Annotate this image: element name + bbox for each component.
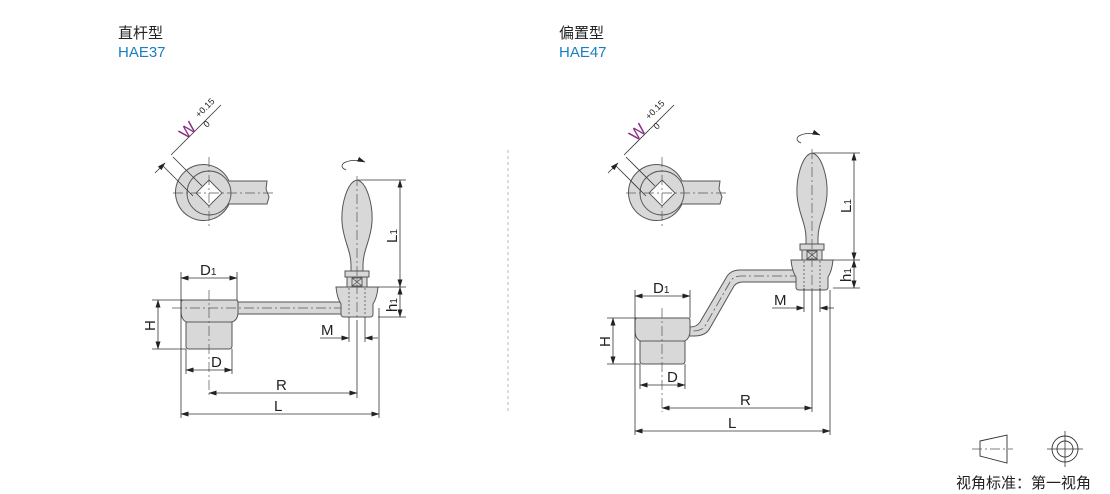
- left-dim-h1: h1: [384, 298, 401, 312]
- truncated-cone-icon: [979, 434, 1008, 464]
- left-dim-m: M: [321, 322, 334, 339]
- right-w-upper-tol: +0.15: [643, 98, 666, 121]
- right-w-label: W: [625, 120, 650, 145]
- left-dimensions: D1 H D R L L1 h1 M: [142, 179, 406, 418]
- projection-symbol: [972, 431, 1083, 467]
- right-crank-side-view: [634, 133, 833, 412]
- right-w-lower-tol: 0: [651, 121, 662, 132]
- right-dim-m: M: [774, 292, 787, 309]
- left-dim-r: R: [276, 377, 287, 394]
- right-top-view: W +0.15 0: [608, 98, 728, 229]
- left-w-label: W: [175, 118, 200, 143]
- concentric-circles-icon: [1047, 431, 1083, 467]
- right-type-title: 偏置型: [559, 25, 605, 42]
- right-dim-l: L: [728, 415, 736, 432]
- left-model-code: HAE37: [118, 44, 166, 61]
- right-dimensions: D1 H D R L L1 h1 M: [597, 152, 860, 435]
- offset-arm: [687, 269, 801, 337]
- left-boss: [180, 299, 239, 350]
- left-type-title: 直杆型: [118, 25, 164, 42]
- left-crank-side-view: [172, 160, 378, 398]
- left-dim-d: D: [211, 354, 222, 371]
- right-dim-d: D: [667, 369, 678, 386]
- projection-standard-label: 视角标准：第一视角: [956, 475, 1092, 492]
- left-w-lower-tol: 0: [201, 119, 212, 130]
- left-top-view: W +0.15 0: [155, 96, 275, 229]
- right-dim-l1: L1: [838, 199, 855, 213]
- right-model-code: HAE47: [559, 44, 607, 61]
- right-dim-h: H: [597, 336, 614, 347]
- left-w-upper-tol: +0.15: [193, 96, 216, 119]
- right-dim-d1: D1: [653, 280, 670, 297]
- left-dim-h: H: [142, 320, 159, 331]
- left-dim-d1: D1: [200, 262, 217, 279]
- right-dim-r: R: [740, 392, 751, 409]
- left-dim-l: L: [274, 398, 282, 415]
- right-dim-h1: h1: [838, 268, 855, 282]
- left-dim-l1: L1: [384, 229, 401, 243]
